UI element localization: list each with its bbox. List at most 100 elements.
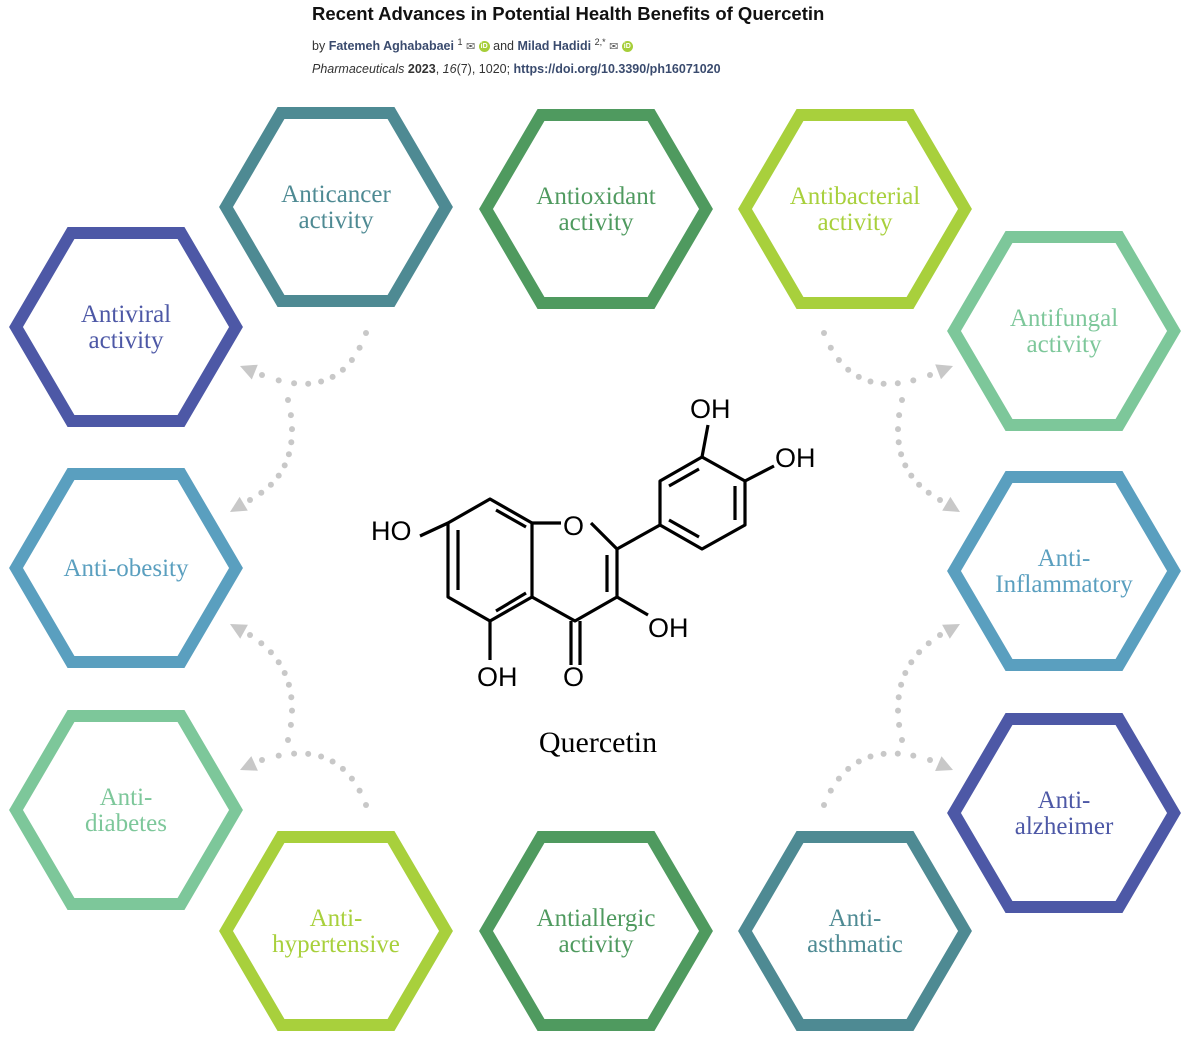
hexagon-label: Antibacterial <box>790 183 921 210</box>
connector-dot <box>329 373 336 380</box>
ring-b-double-bond <box>668 518 700 539</box>
connector-dot <box>827 344 834 351</box>
connector-dot <box>363 802 369 808</box>
connector-dot <box>285 397 291 403</box>
oh-bond <box>700 424 710 458</box>
hexagon-label: activity <box>1027 331 1102 358</box>
connector-dot <box>318 753 325 760</box>
connector-dot <box>348 775 355 782</box>
paper-header: Recent Advances in Potential Health Bene… <box>0 0 1191 80</box>
connector-dot <box>289 426 295 433</box>
arrowhead-icon <box>230 624 248 639</box>
connector-dot <box>281 670 288 676</box>
author-link-1[interactable]: Fatemeh Aghababaei <box>328 39 454 54</box>
activity-hexagons: AnticanceractivityAntioxidantactivityAnt… <box>9 107 1181 1031</box>
ring-oxygen-label: O <box>563 511 584 541</box>
connector-dot <box>275 659 282 666</box>
connector-dot <box>908 472 915 479</box>
connector-dot <box>275 752 282 759</box>
connector-dot <box>835 775 842 782</box>
hexagon-outline <box>738 109 972 309</box>
hexagon-label: Antiviral <box>81 301 171 328</box>
author-link-2[interactable]: Milad Hadidi <box>517 39 592 54</box>
connector-dot <box>845 366 852 373</box>
connector-dot <box>339 366 346 373</box>
quercetin-atom-labels: OH OH HO O OH OH O Quercetin <box>371 394 816 759</box>
connector-dot <box>896 412 903 419</box>
hexagon-anti-alzheimer: Anti-alzheimer <box>947 713 1181 913</box>
connector-dot <box>855 758 862 765</box>
connector-dot <box>902 462 909 469</box>
hexagon-outline <box>947 713 1181 913</box>
connector-dot <box>895 694 902 701</box>
hexagon-anti-hypertensive: Anti-hypertensive <box>219 831 453 1031</box>
hexagon-label: Anti-obesity <box>64 555 189 582</box>
hexagon-label: Anticancer <box>281 181 391 208</box>
connector-dot <box>291 380 298 387</box>
hexagon-label: asthmatic <box>807 931 903 958</box>
connector-dot <box>258 640 265 647</box>
connector-dot <box>937 497 943 503</box>
connector-dot <box>880 750 887 757</box>
connector-dot <box>247 632 253 638</box>
hexagon-outline <box>738 831 972 1031</box>
quercetin-structure <box>419 424 775 665</box>
connector-dot <box>894 380 901 387</box>
arrowhead-icon <box>935 364 953 380</box>
hydroxyl-label: OH <box>477 662 518 692</box>
hexagon-label: activity <box>559 209 634 236</box>
carbonyl-oxygen-label: O <box>563 662 584 692</box>
connector-dot <box>258 489 265 496</box>
hexagon-label: diabetes <box>85 810 167 837</box>
hexagon-outline <box>947 471 1181 671</box>
hexagon-outline <box>947 231 1181 431</box>
hexagon-label: Inflammatory <box>995 571 1133 598</box>
hexagon-label: activity <box>299 207 374 234</box>
arrowhead-icon <box>240 756 258 771</box>
connector-dot <box>855 373 862 380</box>
oh-bond <box>744 464 775 483</box>
hexagon-outline <box>479 109 713 309</box>
hexagon-anti-obesity: Anti-obesity <box>9 468 243 668</box>
connector-dot <box>916 649 923 656</box>
oh-bond <box>616 595 649 617</box>
connector-dot <box>899 737 905 743</box>
hexagon-label: Anti- <box>829 905 882 932</box>
connector-dot <box>867 753 874 760</box>
orcid-icon[interactable]: iD <box>478 41 490 53</box>
ring-b <box>658 455 747 551</box>
hexagon-anti-asthmatic: Anti-asthmatic <box>738 831 972 1031</box>
connector-dot <box>285 737 291 743</box>
connector-dot <box>894 750 901 757</box>
orcid-icon[interactable]: iD <box>621 41 633 53</box>
doi-link[interactable]: https://doi.org/10.3390/ph16071020 <box>513 62 721 76</box>
connector-dot <box>363 330 369 336</box>
ring-a <box>446 497 534 623</box>
connector-dot <box>867 378 874 385</box>
connector-dot <box>845 765 852 772</box>
hexagon-outline <box>9 468 243 668</box>
hydroxyl-label: HO <box>371 516 412 546</box>
connector-dot <box>910 377 917 384</box>
hexagon-label: alzheimer <box>1015 813 1114 840</box>
connector-dot <box>927 757 933 763</box>
and-text: and <box>493 39 514 54</box>
author-2-affiliation: 2,* <box>594 37 606 47</box>
hexagon-outline <box>9 227 243 427</box>
connector-dot <box>895 439 902 446</box>
quercetin-label: Quercetin <box>539 726 657 759</box>
connector-dot <box>895 426 901 433</box>
email-icon[interactable]: ✉ <box>609 41 619 54</box>
arrowhead-icon <box>240 364 258 380</box>
email-icon[interactable]: ✉ <box>465 41 476 54</box>
connector-dot <box>916 481 923 488</box>
hexagon-label: Anti- <box>1038 787 1091 814</box>
connector-dot <box>910 752 917 759</box>
hexagon-outline <box>9 710 243 910</box>
connector-dot <box>827 787 834 794</box>
